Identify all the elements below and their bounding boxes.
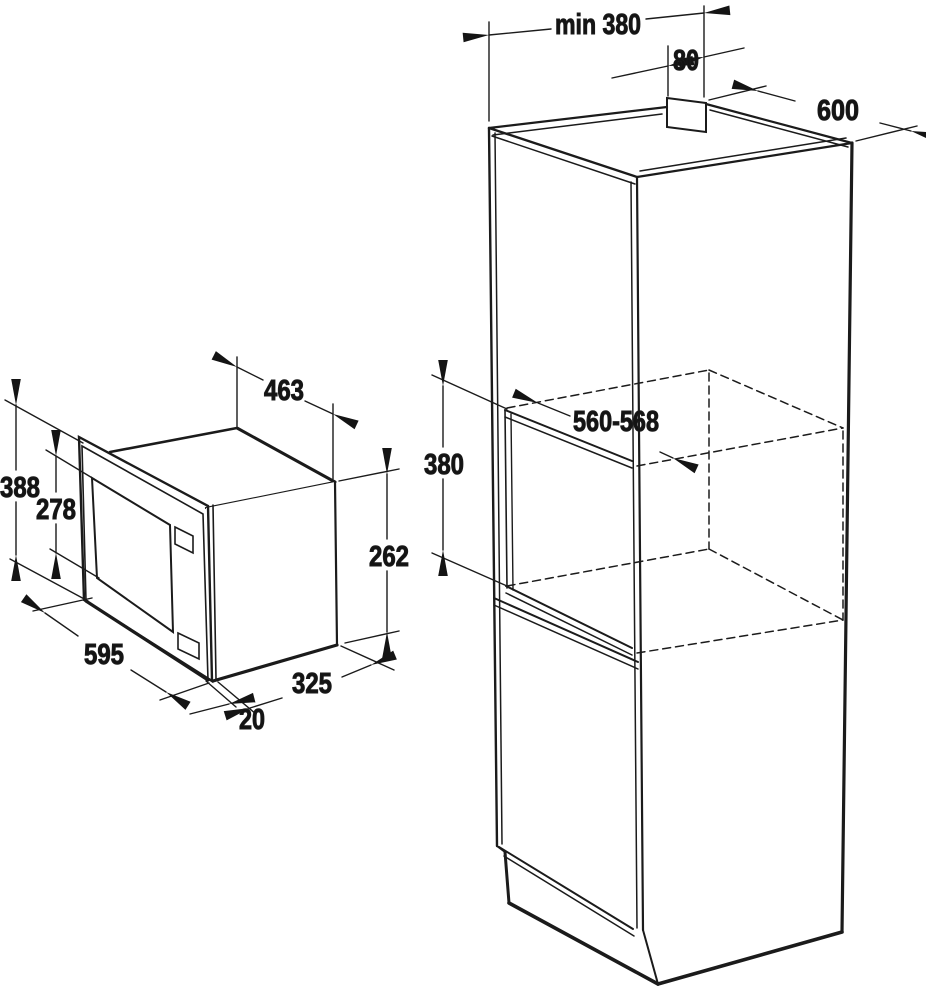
cabinet-top-face (489, 103, 852, 177)
label-microwave-body-depth: 325 (292, 668, 332, 700)
label-microwave-front-width: 595 (84, 639, 124, 671)
dim-microwave-body-height: 262 (338, 448, 410, 658)
label-niche-height: 380 (424, 449, 464, 481)
label-cabinet-width: 600 (817, 95, 859, 127)
cabinet-rear-panel (666, 96, 707, 134)
dim-cabinet-min-depth: min 380 (462, 5, 731, 122)
label-microwave-body-width: 463 (264, 375, 304, 407)
label-cabinet-rear-gap: 80 (673, 45, 699, 77)
dim-microwave-front-width: 595 (20, 594, 210, 710)
microwave-drawing: 463 388 278 (0, 351, 410, 737)
dim-microwave-door-overhang: 20 (189, 680, 266, 737)
label-microwave-window-height: 278 (36, 494, 76, 526)
dim-niche-height: 380 (424, 360, 508, 587)
dim-microwave-body-depth: 325 (217, 645, 397, 721)
dim-niche-width: 560-568 (512, 388, 699, 474)
microwave-control-lower (177, 631, 200, 661)
label-microwave-front-height: 388 (0, 472, 40, 504)
label-cabinet-min-depth: min 380 (555, 9, 641, 41)
dim-microwave-body-width: 463 (211, 351, 359, 480)
label-microwave-body-height: 262 (369, 541, 409, 573)
cabinet-niche-hidden-lines (506, 369, 844, 654)
microwave-control-upper (174, 525, 194, 555)
microwave-door-outline (77, 434, 214, 684)
dim-cabinet-width: 600 (708, 79, 926, 143)
label-niche-width: 560-568 (573, 406, 659, 438)
microwave-door-window (90, 476, 175, 634)
dim-cabinet-rear-gap: 80 (611, 45, 745, 97)
microwave-body-side (206, 482, 337, 681)
dim-microwave-front-height: 388 (0, 379, 89, 602)
label-microwave-door-overhang: 20 (239, 704, 265, 736)
dim-microwave-window-height: 278 (36, 430, 100, 579)
cabinet-drawing: min 380 80 600 560-568 (424, 5, 926, 986)
